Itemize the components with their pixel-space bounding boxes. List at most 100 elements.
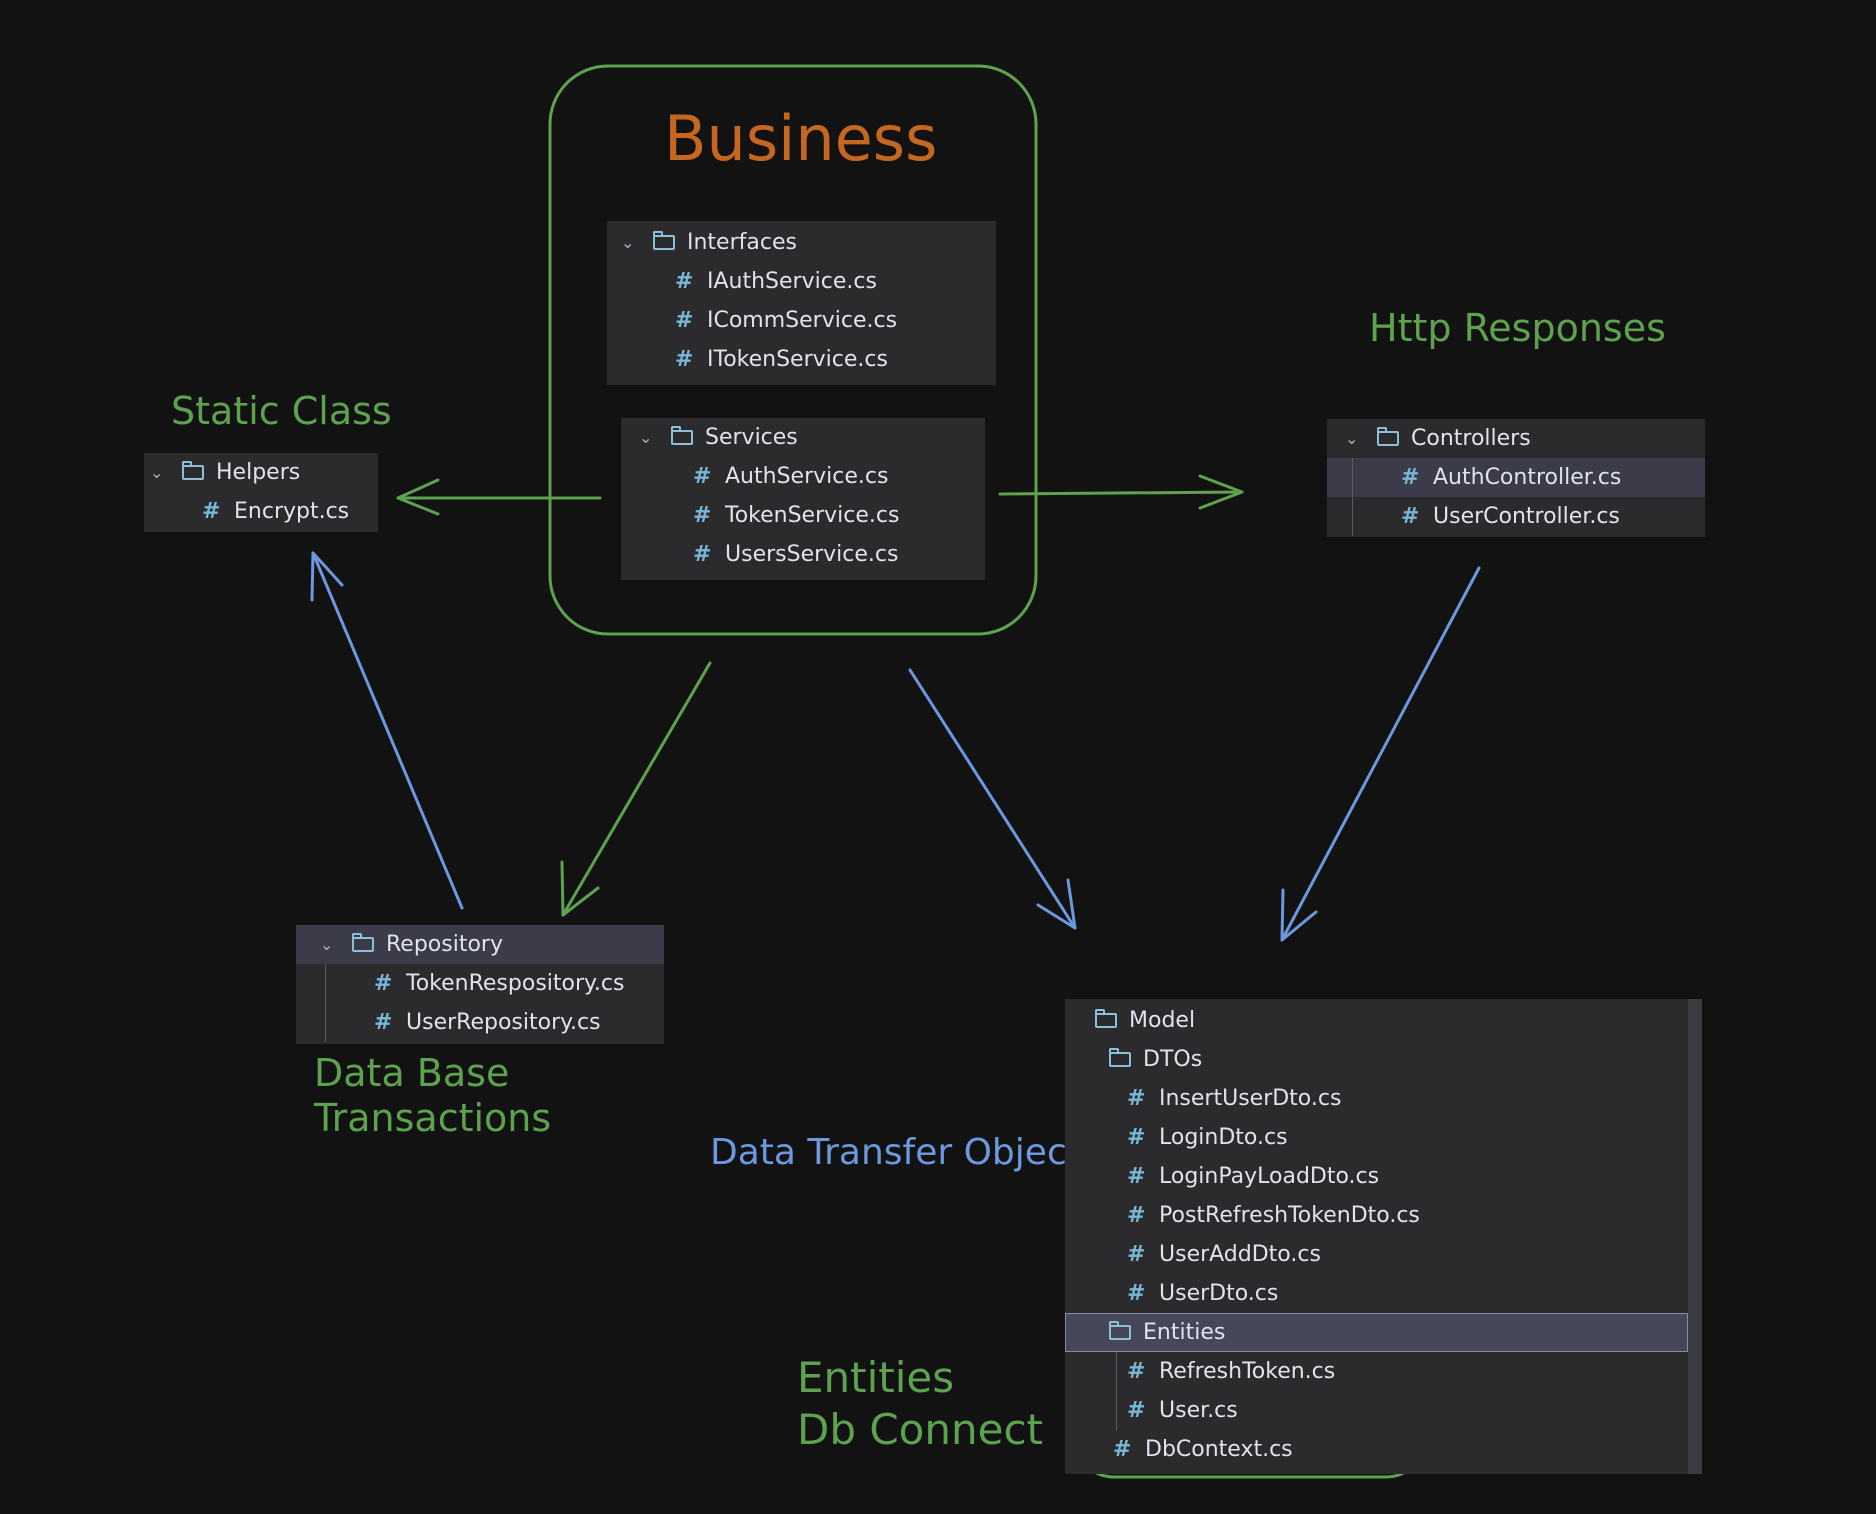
hash-icon: # xyxy=(693,503,712,528)
hash-icon: # xyxy=(374,971,393,996)
hash-icon: # xyxy=(1401,465,1420,490)
business-group-box xyxy=(548,64,1038,636)
tree-folder-repository[interactable]: ⌄ Repository xyxy=(296,925,664,964)
tree-folder-interfaces[interactable]: ⌄ Interfaces xyxy=(607,223,996,262)
arrow-services-to-helpers xyxy=(396,478,602,516)
http-responses-label: Http Responses xyxy=(1369,306,1666,350)
entities-line-2: Db Connect xyxy=(797,1405,1044,1454)
hash-icon: # xyxy=(1127,1281,1146,1306)
chevron-down-icon[interactable]: ⌄ xyxy=(639,428,653,447)
folder-icon xyxy=(1377,427,1399,446)
folder-label: Services xyxy=(705,425,798,450)
chevron-down-icon[interactable]: ⌄ xyxy=(1345,429,1359,448)
file-label: Encrypt.cs xyxy=(234,499,350,524)
file-label: UsersService.cs xyxy=(725,542,899,567)
arrow-business-to-repository xyxy=(560,661,712,917)
tree-folder-controllers[interactable]: ⌄ Controllers xyxy=(1327,419,1705,458)
tree-file[interactable]: # User.cs xyxy=(1065,1391,1702,1430)
file-label: PostRefreshTokenDto.cs xyxy=(1159,1203,1420,1228)
folder-icon xyxy=(671,426,693,445)
tree-file[interactable]: # UserRepository.cs xyxy=(296,1003,664,1042)
indent-guide xyxy=(1352,497,1353,536)
hash-icon: # xyxy=(1401,504,1420,529)
hash-icon: # xyxy=(1127,1164,1146,1189)
hash-icon: # xyxy=(1127,1359,1146,1384)
tree-file[interactable]: # ITokenService.cs xyxy=(607,340,996,379)
hash-icon: # xyxy=(675,347,694,372)
arrow-services-to-controllers xyxy=(998,474,1244,510)
tree-folder-helpers[interactable]: ⌄ Helpers xyxy=(144,453,378,492)
folder-label: Repository xyxy=(386,932,503,957)
file-label: InsertUserDto.cs xyxy=(1159,1086,1342,1111)
folder-label: Entities xyxy=(1143,1320,1226,1345)
helpers-tree: ⌄ Helpers # Encrypt.cs xyxy=(144,453,378,532)
file-label: ICommService.cs xyxy=(707,308,898,333)
static-class-label: Static Class xyxy=(171,389,392,433)
model-tree: Model DTOs # InsertUserDto.cs # LoginDto… xyxy=(1065,999,1702,1474)
folder-label: Interfaces xyxy=(687,230,797,255)
file-label: User.cs xyxy=(1159,1398,1238,1423)
hash-icon: # xyxy=(675,269,694,294)
tree-file-selected[interactable]: # AuthController.cs xyxy=(1327,458,1705,497)
tree-file[interactable]: # IAuthService.cs xyxy=(607,262,996,301)
indent-guide xyxy=(325,964,326,1003)
tree-file[interactable]: # UsersService.cs xyxy=(621,535,985,574)
tree-file[interactable]: # TokenService.cs xyxy=(621,496,985,535)
tree-file[interactable]: # AuthService.cs xyxy=(621,457,985,496)
file-label: AuthService.cs xyxy=(725,464,889,489)
folder-icon xyxy=(653,231,675,250)
hash-icon: # xyxy=(1127,1125,1146,1150)
indent-guide xyxy=(1116,1391,1117,1430)
db-transactions-line-2: Transactions xyxy=(314,1096,552,1140)
controllers-tree: ⌄ Controllers # AuthController.cs # User… xyxy=(1327,419,1705,537)
interfaces-tree: ⌄ Interfaces # IAuthService.cs # ICommSe… xyxy=(607,221,996,385)
hash-icon: # xyxy=(693,464,712,489)
arrow-business-to-model xyxy=(908,668,1077,930)
tree-file[interactable]: # DbContext.cs xyxy=(1065,1430,1702,1469)
hash-icon: # xyxy=(1127,1398,1146,1423)
indent-guide xyxy=(1352,458,1353,497)
tree-file[interactable]: # Encrypt.cs xyxy=(144,492,378,531)
tree-file[interactable]: # RefreshToken.cs xyxy=(1065,1352,1702,1391)
folder-icon xyxy=(182,461,204,480)
folder-label: Helpers xyxy=(216,460,301,485)
tree-file[interactable]: # TokenRespository.cs xyxy=(296,964,664,1003)
tree-folder-model[interactable]: Model xyxy=(1065,1001,1702,1040)
tree-file[interactable]: # LoginPayLoadDto.cs xyxy=(1065,1157,1702,1196)
dto-label: Data Transfer Object xyxy=(710,1132,1081,1173)
hash-icon: # xyxy=(1127,1086,1146,1111)
chevron-down-icon[interactable]: ⌄ xyxy=(320,935,334,954)
file-label: TokenRespository.cs xyxy=(406,971,625,996)
tree-folder-services[interactable]: ⌄ Services xyxy=(621,418,985,457)
entities-line-1: Entities xyxy=(797,1353,955,1402)
chevron-down-icon[interactable]: ⌄ xyxy=(150,463,164,482)
tree-folder-dtos[interactable]: DTOs xyxy=(1065,1040,1702,1079)
tree-file[interactable]: # PostRefreshTokenDto.cs xyxy=(1065,1196,1702,1235)
file-label: ITokenService.cs xyxy=(707,347,888,372)
tree-file[interactable]: # UserAddDto.cs xyxy=(1065,1235,1702,1274)
scrollbar[interactable] xyxy=(1688,999,1702,1474)
file-label: IAuthService.cs xyxy=(707,269,877,294)
file-label: AuthController.cs xyxy=(1433,465,1622,490)
tree-file[interactable]: # LoginDto.cs xyxy=(1065,1118,1702,1157)
tree-file[interactable]: # UserController.cs xyxy=(1327,497,1705,536)
file-label: LoginDto.cs xyxy=(1159,1125,1288,1150)
indent-guide xyxy=(1116,1352,1117,1391)
chevron-down-icon[interactable]: ⌄ xyxy=(621,233,635,252)
tree-file[interactable]: # InsertUserDto.cs xyxy=(1065,1079,1702,1118)
tree-file[interactable]: # UserDto.cs xyxy=(1065,1274,1702,1313)
indent-guide xyxy=(325,1003,326,1042)
file-label: UserController.cs xyxy=(1433,504,1620,529)
arrow-controllers-to-model xyxy=(1280,566,1481,942)
file-label: RefreshToken.cs xyxy=(1159,1359,1336,1384)
folder-icon xyxy=(1109,1321,1131,1340)
file-label: LoginPayLoadDto.cs xyxy=(1159,1164,1380,1189)
services-tree: ⌄ Services # AuthService.cs # TokenServi… xyxy=(621,418,985,580)
arrow-repository-to-helpers xyxy=(310,551,464,910)
file-label: UserDto.cs xyxy=(1159,1281,1279,1306)
file-label: TokenService.cs xyxy=(725,503,900,528)
file-label: DbContext.cs xyxy=(1145,1437,1293,1462)
tree-file[interactable]: # ICommService.cs xyxy=(607,301,996,340)
hash-icon: # xyxy=(1127,1242,1146,1267)
tree-folder-entities[interactable]: Entities xyxy=(1065,1313,1688,1352)
